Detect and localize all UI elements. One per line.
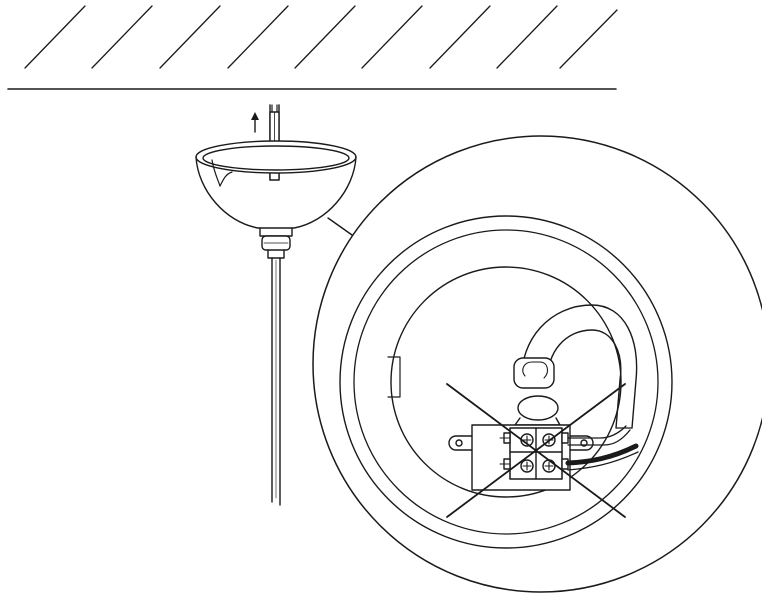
ceiling-canopy-icon (195, 140, 357, 259)
internal-cable (513, 304, 638, 429)
ceiling-hatching-icon (24, 5, 618, 69)
detail-magnifier (312, 135, 762, 593)
prohibited-cross-icon (446, 383, 626, 518)
pendant-cable-icon (271, 257, 281, 506)
terminal-wires (499, 425, 639, 471)
detail-leader-line (327, 217, 353, 236)
